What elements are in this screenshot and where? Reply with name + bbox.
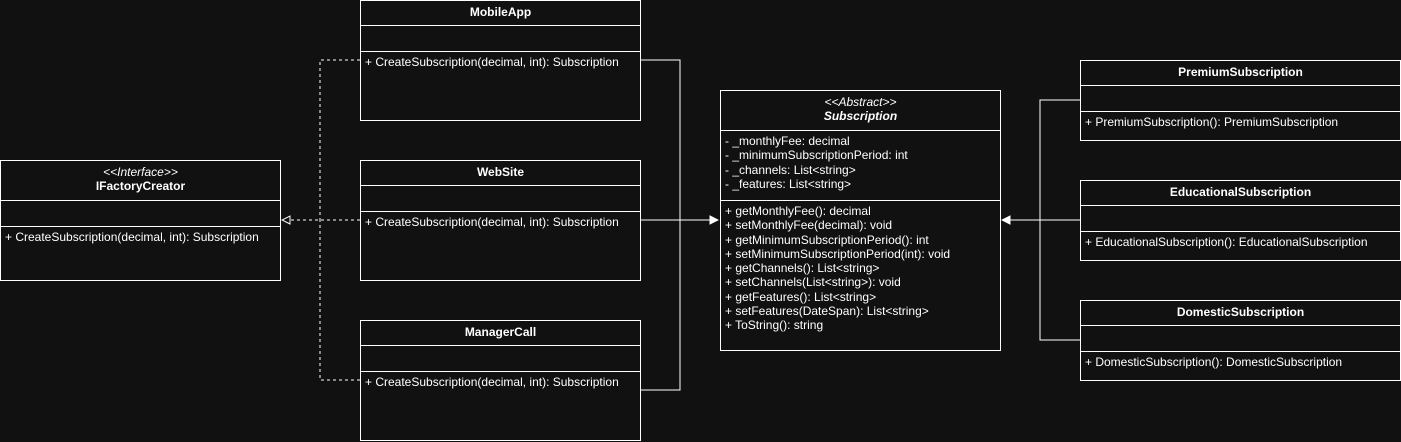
class-header: EducationalSubscription <box>1081 181 1400 206</box>
inheritance-lines <box>1002 99 1080 341</box>
fields-section <box>1081 86 1400 112</box>
method: + PremiumSubscription(): PremiumSubscrip… <box>1085 115 1339 129</box>
domestic-to-subscription <box>1039 220 1080 341</box>
class-subscription[interactable]: <<Abstract>> Subscription - _monthlyFee:… <box>720 90 1001 351</box>
method: + CreateSubscription(decimal, int): Subs… <box>365 55 619 69</box>
fields-section: - _monthlyFee: decimal - _minimumSubscri… <box>721 131 1000 201</box>
premium-to-subscription <box>1039 99 1080 220</box>
fields-section <box>361 26 640 52</box>
creator-association-lines <box>640 59 718 391</box>
methods-section: + CreateSubscription(decimal, int): Subs… <box>361 212 640 232</box>
field: - _features: List<string> <box>725 176 852 191</box>
method: + CreateSubscription(decimal, int): Subs… <box>5 230 259 244</box>
class-mobileapp[interactable]: MobileApp + CreateSubscription(decimal, … <box>360 0 641 121</box>
class-name: DomesticSubscription <box>1176 305 1305 319</box>
stereotype-label: <<Interface>> <box>103 165 178 179</box>
fields-section <box>1081 326 1400 352</box>
fields-section <box>1081 206 1400 232</box>
methods-section: + CreateSubscription(decimal, int): Subs… <box>1 227 280 247</box>
method: + DomesticSubscription(): DomesticSubscr… <box>1085 355 1343 369</box>
class-header: <<Interface>> IFactoryCreator <box>1 161 280 201</box>
managercall-to-subscription <box>640 220 681 391</box>
methods-section: + PremiumSubscription(): PremiumSubscrip… <box>1081 112 1400 132</box>
class-name: PremiumSubscription <box>1178 65 1303 79</box>
realization-managercall <box>319 220 360 381</box>
field: - _channels: List<string> <box>725 162 856 177</box>
method: + setMonthlyFee(decimal): void <box>725 218 893 233</box>
stereotype-label: <<Abstract>> <box>824 95 897 109</box>
realization-mobileapp <box>319 59 360 220</box>
fields-section <box>1 201 280 227</box>
class-domestic-subscription[interactable]: DomesticSubscription + DomesticSubscript… <box>1080 300 1401 381</box>
class-header: PremiumSubscription <box>1081 61 1400 86</box>
method: + getChannels(): List<string> <box>725 261 880 276</box>
methods-section: + getMonthlyFee(): decimal + setMonthlyF… <box>721 201 1000 336</box>
class-name: MobileApp <box>469 5 532 19</box>
class-managercall[interactable]: ManagerCall + CreateSubscription(decimal… <box>360 320 641 441</box>
methods-section: + DomesticSubscription(): DomesticSubscr… <box>1081 352 1400 372</box>
methods-section: + CreateSubscription(decimal, int): Subs… <box>361 52 640 72</box>
class-premium-subscription[interactable]: PremiumSubscription + PremiumSubscriptio… <box>1080 60 1401 141</box>
mobileapp-to-subscription <box>640 59 681 220</box>
method: + getMonthlyFee(): decimal <box>725 204 871 218</box>
class-header: DomesticSubscription <box>1081 301 1400 326</box>
class-name: Subscription <box>823 109 898 123</box>
methods-section: + CreateSubscription(decimal, int): Subs… <box>361 372 640 392</box>
method: + ToString(): string <box>725 318 824 333</box>
class-header: WebSite <box>361 161 640 186</box>
class-educational-subscription[interactable]: EducationalSubscription + EducationalSub… <box>1080 180 1401 261</box>
method: + EducationalSubscription(): Educational… <box>1085 235 1368 249</box>
class-name: ManagerCall <box>464 325 537 339</box>
method: + setChannels(List<string>): void <box>725 275 901 290</box>
method: + getFeatures(): List<string> <box>725 289 877 304</box>
class-header: MobileApp <box>361 1 640 26</box>
method: + setFeatures(DateSpan): List<string> <box>725 304 929 319</box>
fields-section <box>361 346 640 372</box>
class-header: <<Abstract>> Subscription <box>721 91 1000 131</box>
fields-section <box>361 186 640 212</box>
field: - _minimumSubscriptionPeriod: int <box>725 148 908 163</box>
method: + getMinimumSubscriptionPeriod(): int <box>725 232 929 247</box>
class-website[interactable]: WebSite + CreateSubscription(decimal, in… <box>360 160 641 281</box>
method: + CreateSubscription(decimal, int): Subs… <box>365 215 619 229</box>
class-name: EducationalSubscription <box>1169 185 1312 199</box>
class-name: IFactoryCreator <box>95 179 186 193</box>
class-ifactorycreator[interactable]: <<Interface>> IFactoryCreator + CreateSu… <box>0 160 281 281</box>
field: - _monthlyFee: decimal <box>725 134 850 148</box>
class-name: WebSite <box>476 165 525 179</box>
methods-section: + EducationalSubscription(): Educational… <box>1081 232 1400 252</box>
class-header: ManagerCall <box>361 321 640 346</box>
method: + setMinimumSubscriptionPeriod(int): voi… <box>725 246 951 261</box>
method: + CreateSubscription(decimal, int): Subs… <box>365 375 619 389</box>
realization-lines <box>282 59 360 381</box>
